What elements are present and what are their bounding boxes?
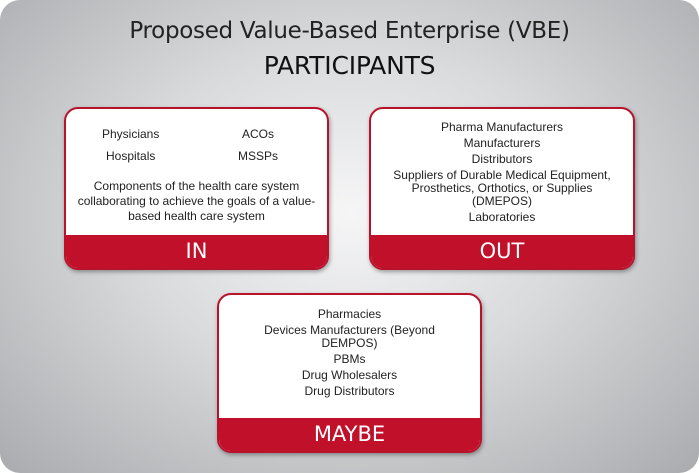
in-description: Components of the health care system col…: [77, 179, 316, 223]
out-label: OUT: [371, 235, 633, 268]
in-item-acos: ACOs: [242, 127, 275, 141]
in-label: IN: [66, 235, 327, 268]
out-item: Suppliers of Durable Medical Equipment, …: [393, 168, 611, 208]
maybe-label: MAYBE: [219, 418, 480, 451]
maybe-label-text: MAYBE: [313, 422, 386, 446]
out-label-text: OUT: [479, 239, 525, 263]
in-item-hospitals: Hospitals: [106, 149, 156, 163]
out-item: Pharma Manufacturers: [440, 120, 564, 134]
out-card: Pharma Manufacturers Manufacturers Distr…: [369, 107, 635, 270]
maybe-item: Pharmacies: [317, 307, 382, 321]
maybe-item: PBMs: [333, 352, 366, 366]
out-item: Manufacturers: [463, 136, 541, 150]
out-items-list: Pharma Manufacturers Manufacturers Distr…: [377, 121, 627, 227]
in-card: Physicians ACOs Hospitals MSSPs Componen…: [64, 107, 329, 270]
out-item: Distributors: [471, 152, 533, 166]
maybe-item: Drug Distributors: [304, 384, 395, 398]
in-items-grid: Physicians ACOs Hospitals MSSPs: [66, 127, 327, 167]
in-item-physicians: Physicians: [102, 127, 160, 141]
maybe-item: Devices Manufacturers (Beyond DEMPOS): [264, 323, 435, 350]
diagram-subtitle: PARTICIPANTS: [263, 51, 436, 80]
maybe-card: Pharmacies Devices Manufacturers (Beyond…: [217, 293, 482, 453]
out-item: Laboratories: [468, 210, 536, 224]
maybe-item: Drug Wholesalers: [301, 368, 398, 382]
maybe-items-list: Pharmacies Devices Manufacturers (Beyond…: [259, 308, 440, 401]
in-label-text: IN: [185, 239, 208, 263]
diagram-title: Proposed Value-Based Enterprise (VBE): [129, 18, 570, 44]
in-item-mssps: MSSPs: [238, 149, 279, 163]
